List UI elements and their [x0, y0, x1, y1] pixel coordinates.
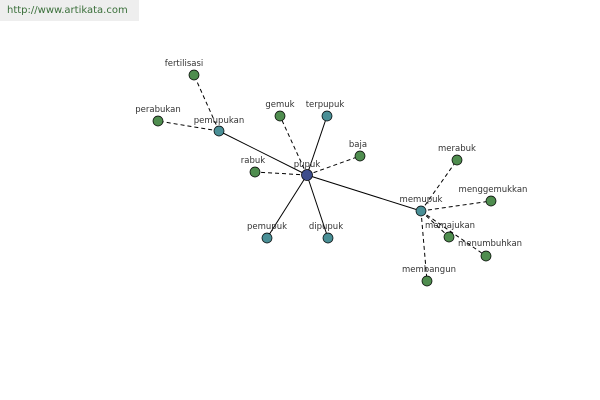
watermark-url: http://www.artikata.com: [0, 0, 139, 21]
node-label-pemupuk: pemupuk: [247, 222, 287, 232]
node-label-rabuk: rabuk: [241, 156, 265, 166]
edge-pupuk-terpupuk: [306, 115, 328, 176]
node-label-merabuk: merabuk: [438, 144, 476, 154]
edge-pupuk-pemupuk: [266, 174, 308, 239]
node-pemupuk[interactable]: [261, 232, 273, 244]
node-pupuk[interactable]: [301, 169, 313, 181]
node-menggemukkan[interactable]: [485, 195, 497, 207]
edge-memupuk-menumbuhkan: [420, 210, 487, 257]
edge-memupuk-merabuk: [420, 159, 458, 212]
edge-memupuk-membangun: [420, 210, 428, 282]
node-menumbuhkan[interactable]: [480, 250, 492, 262]
nodes-layer: [152, 69, 497, 287]
node-pemupukan[interactable]: [213, 125, 225, 137]
node-perabukan[interactable]: [152, 115, 164, 127]
node-label-memajukan: memajukan: [425, 221, 475, 231]
edge-pemupukan-fertilisasi: [193, 74, 220, 132]
edges-layer: [157, 74, 492, 282]
node-label-memupuk: memupuk: [400, 195, 443, 205]
node-label-menumbuhkan: menumbuhkan: [458, 239, 522, 249]
edge-pemupukan-perabukan: [157, 120, 220, 132]
node-fertilisasi[interactable]: [188, 69, 200, 81]
node-label-dipupuk: dipupuk: [309, 222, 343, 232]
edge-pupuk-pemupukan: [218, 130, 308, 176]
edge-pupuk-rabuk: [254, 171, 308, 176]
node-memajukan[interactable]: [443, 231, 455, 243]
node-gemuk[interactable]: [274, 110, 286, 122]
edge-memupuk-menggemukkan: [420, 200, 492, 212]
node-memupuk[interactable]: [415, 205, 427, 217]
node-terpupuk[interactable]: [321, 110, 333, 122]
edge-pupuk-gemuk: [279, 115, 308, 176]
node-label-fertilisasi: fertilisasi: [165, 59, 204, 69]
edge-pupuk-dipupuk: [306, 174, 329, 239]
node-label-terpupuk: terpupuk: [306, 100, 345, 110]
node-dipupuk[interactable]: [322, 232, 334, 244]
node-rabuk[interactable]: [249, 166, 261, 178]
node-label-perabukan: perabukan: [135, 105, 180, 115]
node-label-gemuk: gemuk: [265, 100, 294, 110]
node-label-pupuk: pupuk: [294, 160, 321, 170]
node-label-membangun: membangun: [402, 265, 456, 275]
node-merabuk[interactable]: [451, 154, 463, 166]
node-baja[interactable]: [354, 150, 366, 162]
edge-pupuk-memupuk: [306, 174, 422, 212]
node-label-pemupukan: pemupukan: [194, 116, 244, 126]
edge-pupuk-baja: [306, 155, 361, 176]
edge-memupuk-memajukan: [420, 210, 450, 238]
node-label-menggemukkan: menggemukkan: [459, 185, 528, 195]
node-label-baja: baja: [349, 140, 367, 150]
node-membangun[interactable]: [421, 275, 433, 287]
labels-layer: pupuk pemupukan memupuk fertilisasi perabuka…: [135, 59, 527, 275]
